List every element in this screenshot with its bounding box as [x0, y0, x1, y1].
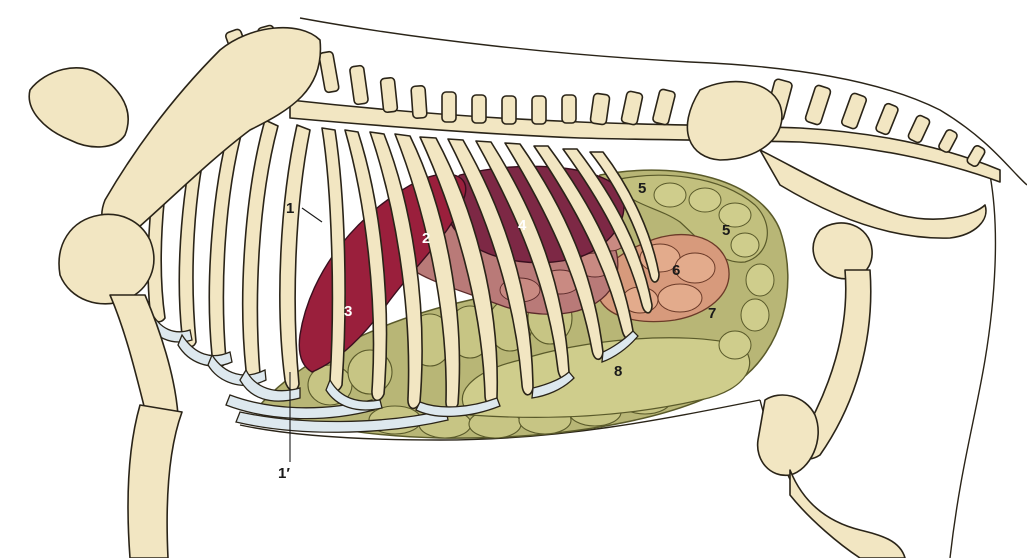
- label-5-lower: 5: [722, 222, 730, 239]
- colon-5-upper: [614, 174, 768, 263]
- figure-labels: 1 1′ 2 3 4 5 5 6 7 8: [278, 180, 730, 482]
- forelimb-and-scapula: [28, 26, 322, 558]
- label-8: 8: [614, 363, 622, 380]
- leader-line-1: [301, 207, 323, 223]
- label-4: 4: [518, 217, 527, 234]
- label-2: 2: [422, 230, 430, 247]
- label-1: 1: [286, 200, 294, 217]
- leader-lines: [289, 207, 323, 462]
- vertebral-column: [224, 24, 1001, 183]
- label-7: 7: [708, 305, 716, 322]
- label-1-prime: 1′: [278, 465, 290, 482]
- label-3: 3: [344, 303, 352, 320]
- costal-cartilages: [145, 308, 639, 433]
- label-6: 6: [672, 262, 680, 279]
- hindlimb-and-pelvis: [686, 80, 987, 558]
- label-5-upper: 5: [638, 180, 646, 197]
